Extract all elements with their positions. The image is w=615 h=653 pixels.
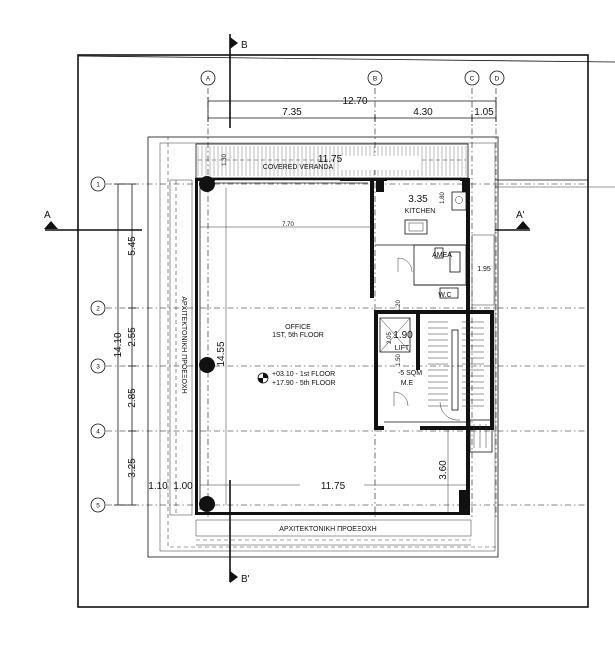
dim-overall-height: 14.10	[113, 332, 124, 357]
dim-core-a: 1.20	[396, 300, 402, 312]
svg-text:A': A'	[516, 210, 525, 221]
grid-label-a: A	[206, 76, 211, 83]
dim-row-45: 3.25	[127, 458, 138, 478]
grid-label-5: 5	[96, 503, 100, 510]
dim-inner-span: 7.70	[282, 222, 294, 228]
dim-left-offset-b: 1.00	[173, 481, 193, 492]
grid-label-d: D	[495, 76, 500, 83]
projection-bottom-label: ΑΡΧΙΤΕΚΤΟΝΙΚΗ ΠΡΟΕΞΟΧΗ	[279, 526, 376, 533]
office-floors-label: 1ST, 5th FLOOR	[272, 332, 324, 339]
grid-label-c: C	[470, 76, 475, 83]
projection-bottom: ΑΡΧΙΤΕΚΤΟΝΙΚΗ ΠΡΟΕΞΟΧΗ	[195, 519, 472, 546]
dim-kitchen-width: 3.35	[408, 194, 428, 205]
svg-text:B': B'	[241, 574, 250, 585]
dim-lower-span: 3.60	[438, 460, 449, 480]
svg-text:A: A	[44, 210, 51, 221]
veranda-hatch: 11.75 COVERED VERANDA 1.30	[195, 143, 469, 179]
amea-label: AMEA	[432, 252, 452, 259]
dim-row-23: 2.55	[127, 327, 138, 347]
projection-left: ΑΡΧΙΤΕΚΤΟΝΙΚΗ ΠΡΟΕΞΟΧΗ	[169, 179, 193, 516]
dim-left-offset-a: 1.10	[148, 481, 168, 492]
grid-label-4: 4	[96, 429, 100, 436]
dim-bottom-length: 11.75	[321, 481, 346, 492]
building-envelope	[147, 136, 615, 558]
lift-label: LIFT	[395, 345, 410, 352]
office-room: OFFICE 1ST, 5th FLOOR +03.10 - 1st FLOOR…	[257, 324, 336, 387]
grid-label-b: B	[373, 76, 377, 83]
kitchen-area: 3.35 KITCHEN 1.80	[375, 192, 467, 246]
level-first-floor: +03.10 - 1st FLOOR	[272, 371, 335, 378]
wc-label: W.C	[438, 292, 451, 299]
lower-right-shaft	[384, 419, 493, 453]
left-dimension-chain: 14.10 5.45 2.55 2.85 3.25	[113, 183, 138, 506]
inner-dimensions: 7.70 14.55 11.75 1.10 1.00 3.60	[148, 188, 466, 512]
dim-span-ab: 7.35	[282, 107, 302, 118]
section-marker-right: A'	[495, 210, 530, 231]
dim-veranda-length: 11.75	[318, 154, 343, 165]
office-label: OFFICE	[285, 324, 311, 331]
svg-text:B: B	[241, 40, 248, 51]
grid-label-2: 2	[96, 306, 100, 313]
dim-lift-depth: 2.05	[387, 332, 393, 344]
dim-span-bc: 4.30	[413, 107, 433, 118]
dim-kitchen-depth: 1.80	[440, 192, 446, 204]
projection-left-label: ΑΡΧΙΤΕΚΤΟΝΙΚΗ ΠΡΟΕΞΟΧΗ	[180, 296, 187, 393]
section-marker-bottom: B'	[229, 480, 250, 585]
wc-area: AMEA W.C 1.95	[397, 234, 495, 306]
grid-row-bubbles: 1 2 3 4 5	[90, 176, 106, 513]
grid-lines	[106, 88, 588, 520]
veranda-label: COVERED VERANDA	[263, 164, 334, 171]
dim-span-cd: 1.05	[474, 107, 494, 118]
dim-wc-width: 1.95	[477, 266, 491, 273]
site-boundary	[77, 54, 589, 608]
level-fifth-floor: +17.90 - 5th FLOOR	[272, 380, 336, 387]
grid-label-1: 1	[96, 182, 100, 189]
dim-row-34: 2.85	[127, 388, 138, 408]
section-marker-left: A	[44, 210, 142, 231]
section-marker-top: B	[229, 34, 248, 128]
me-area: -5 SQM	[398, 370, 422, 377]
dim-core-b: 1.50	[396, 354, 402, 366]
grid-column-bubbles: A B C D	[200, 70, 505, 86]
lift-core: 1.90 LIFT 2.05 -5 SQM M.E 1.20 1.50	[374, 300, 494, 430]
office-walls	[195, 178, 470, 515]
dim-veranda-depth: 1.30	[222, 154, 228, 166]
structural-columns	[199, 176, 470, 512]
dim-office-depth: 14.55	[216, 341, 227, 366]
dim-lift-width: 1.90	[393, 330, 413, 341]
grid-label-3: 3	[96, 364, 100, 371]
top-dimension-chain: 12.70 7.35 4.30 1.05	[207, 96, 497, 122]
me-label: M.E	[401, 380, 414, 387]
dim-overall-width: 12.70	[342, 96, 367, 107]
kitchen-label: KITCHEN	[405, 208, 436, 215]
dim-row-12: 5.45	[127, 236, 138, 256]
